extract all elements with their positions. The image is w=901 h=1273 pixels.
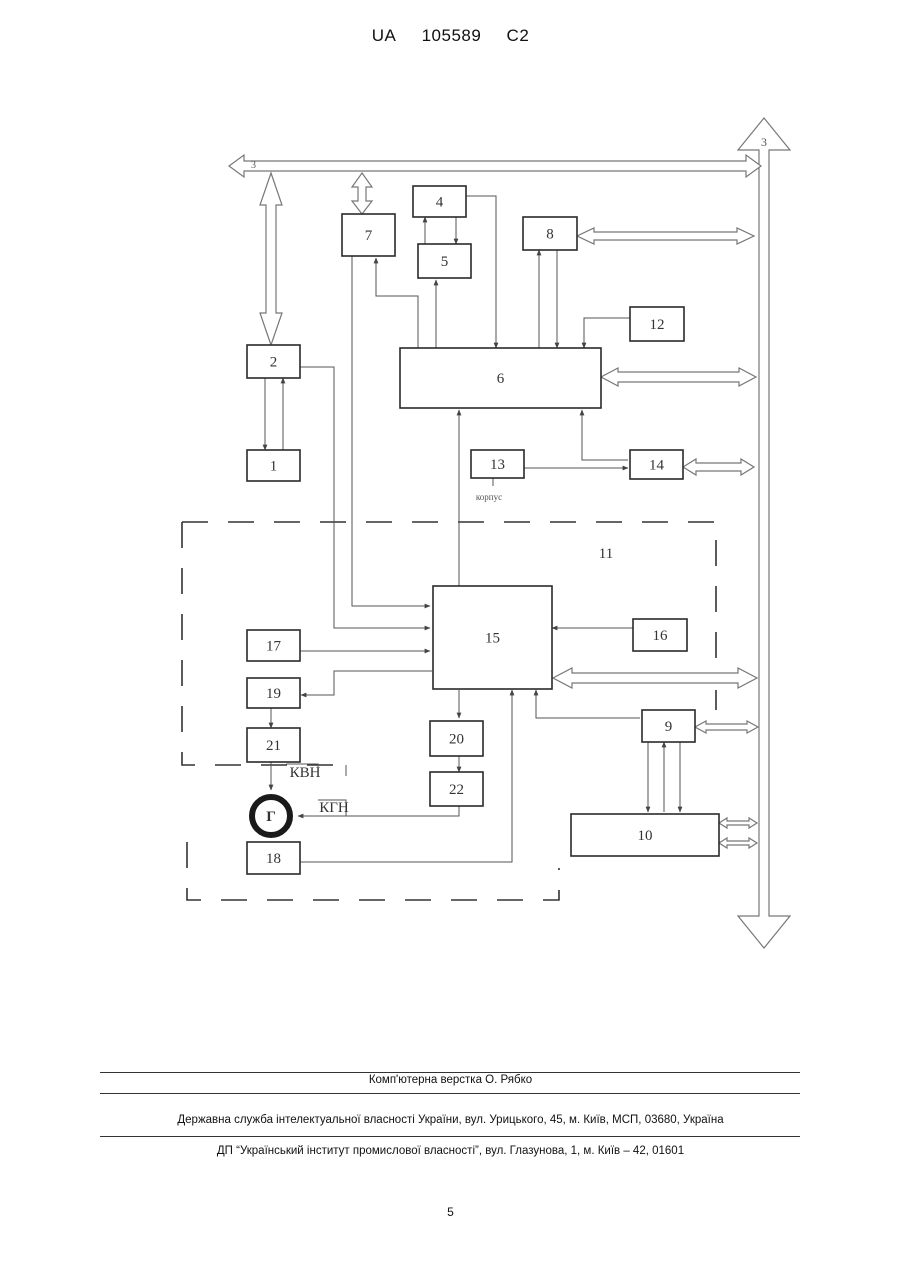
footer-rule-2 xyxy=(100,1093,800,1094)
bus-10a xyxy=(719,818,757,828)
footer-layout: Комп'ютерна верстка О. Рябко xyxy=(0,1074,901,1086)
block-15-label: 15 xyxy=(485,631,500,647)
block-21-label: 21 xyxy=(266,738,281,754)
kgn-label: КГН xyxy=(319,800,349,816)
footer-rule-1 xyxy=(100,1072,800,1073)
page-number: 5 xyxy=(0,1205,901,1219)
generator-label: Г xyxy=(266,809,276,825)
vertical-bus-label: 3 xyxy=(761,135,767,149)
block-7-label: 7 xyxy=(365,228,373,244)
bus-10b xyxy=(719,838,757,848)
block-14-label: 14 xyxy=(649,458,665,474)
block-1-label: 1 xyxy=(270,459,278,475)
kvn-label: КВН xyxy=(290,765,321,781)
bus-14 xyxy=(683,459,754,475)
block-10-label: 10 xyxy=(638,828,653,844)
footer-institute: ДП “Український інститут промислової вла… xyxy=(0,1145,901,1157)
bus-6 xyxy=(601,368,756,386)
footer-office: Державна служба інтелектуальної власност… xyxy=(0,1114,901,1126)
horizontal-bus xyxy=(229,155,761,177)
footer-rule-3 xyxy=(100,1136,800,1137)
bus-15 xyxy=(553,668,757,688)
block-17-label: 17 xyxy=(266,639,282,655)
block-16-label: 16 xyxy=(653,628,669,644)
connection-lines xyxy=(265,196,680,862)
block-12-label: 12 xyxy=(650,317,665,333)
block-13-label: 13 xyxy=(490,457,505,473)
block-8-label: 8 xyxy=(546,227,554,243)
block-4-label: 4 xyxy=(436,195,444,211)
block-6-label: 6 xyxy=(497,371,505,387)
bus-7 xyxy=(352,173,372,214)
block-19-label: 19 xyxy=(266,686,281,702)
group-11-label: 11 xyxy=(599,546,613,562)
korpus-label: корпус xyxy=(476,492,502,502)
bus-2 xyxy=(260,173,282,345)
bus-8 xyxy=(577,228,754,244)
block-2-label: 2 xyxy=(270,355,278,371)
block-18-label: 18 xyxy=(266,851,281,867)
block-9-label: 9 xyxy=(665,719,673,735)
horizontal-bus-label: 3 xyxy=(251,160,256,171)
bus-9 xyxy=(695,721,758,733)
block-20-label: 20 xyxy=(449,732,464,748)
block-22-label: 22 xyxy=(449,782,464,798)
block-5-label: 5 xyxy=(441,254,449,270)
